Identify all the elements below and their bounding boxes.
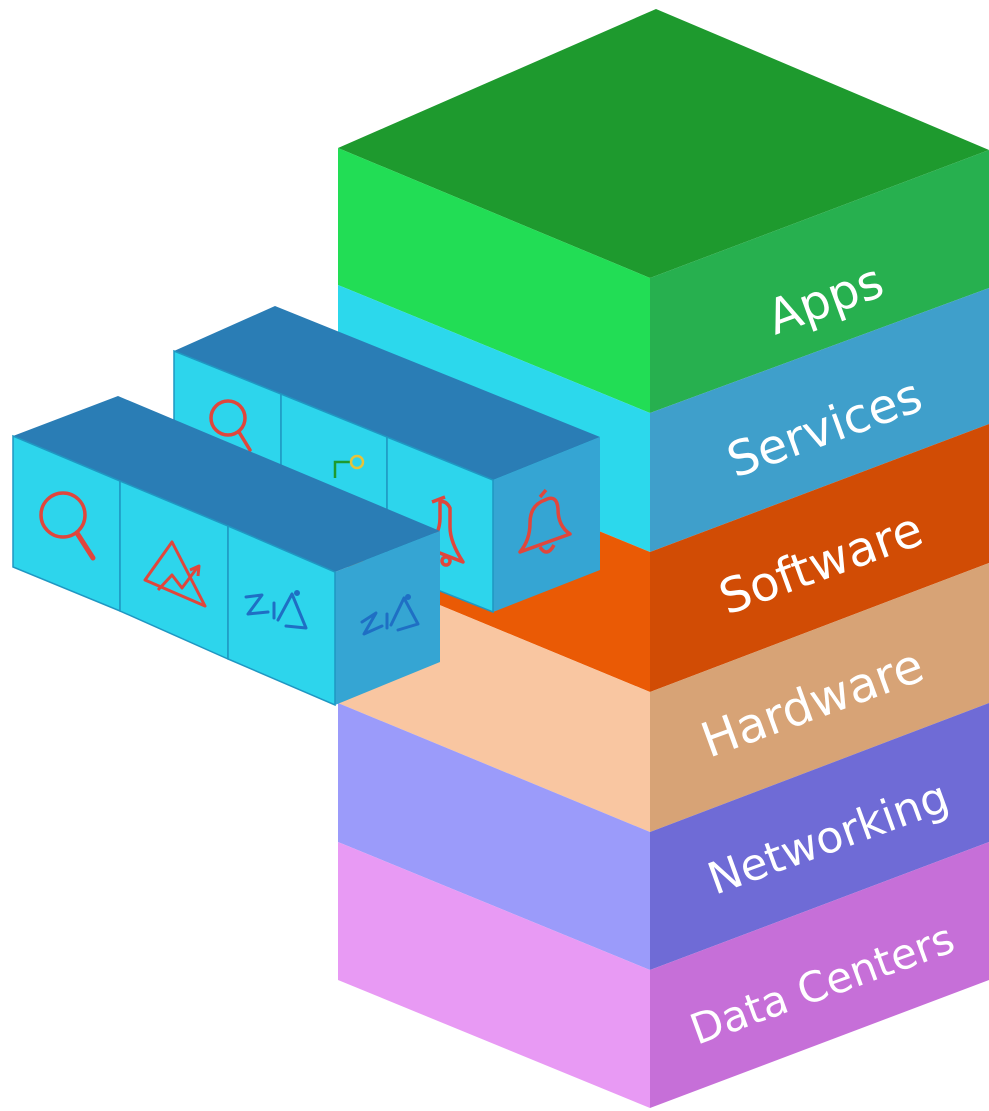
layer-apps-side — [650, 150, 989, 413]
layer-software-side — [650, 424, 989, 692]
layer-networking-front — [338, 703, 650, 970]
search-icon — [39, 491, 96, 561]
cube-row-back-top — [174, 306, 600, 480]
layer-apps: Apps — [338, 9, 989, 413]
layer-data-centers-front — [338, 842, 650, 1108]
layer-data-centers-side — [650, 842, 989, 1108]
analytics-icon — [143, 540, 207, 608]
layer-hardware-side — [650, 563, 989, 832]
layer-apps-front — [338, 148, 650, 413]
zia-icon — [360, 594, 420, 636]
layer-services-side — [650, 288, 989, 552]
cube-row-front — [12, 396, 440, 707]
bell-icon — [518, 488, 572, 554]
search-icon — [209, 399, 252, 452]
integration-icon — [333, 454, 365, 478]
zia-icon — [244, 590, 308, 630]
layer-apps-top — [338, 9, 989, 278]
cube-row-back-side — [493, 437, 600, 612]
layer-networking-side — [650, 703, 989, 970]
layer-data-centers: Data Centers — [338, 842, 989, 1108]
cube-row-front-top — [13, 396, 440, 572]
